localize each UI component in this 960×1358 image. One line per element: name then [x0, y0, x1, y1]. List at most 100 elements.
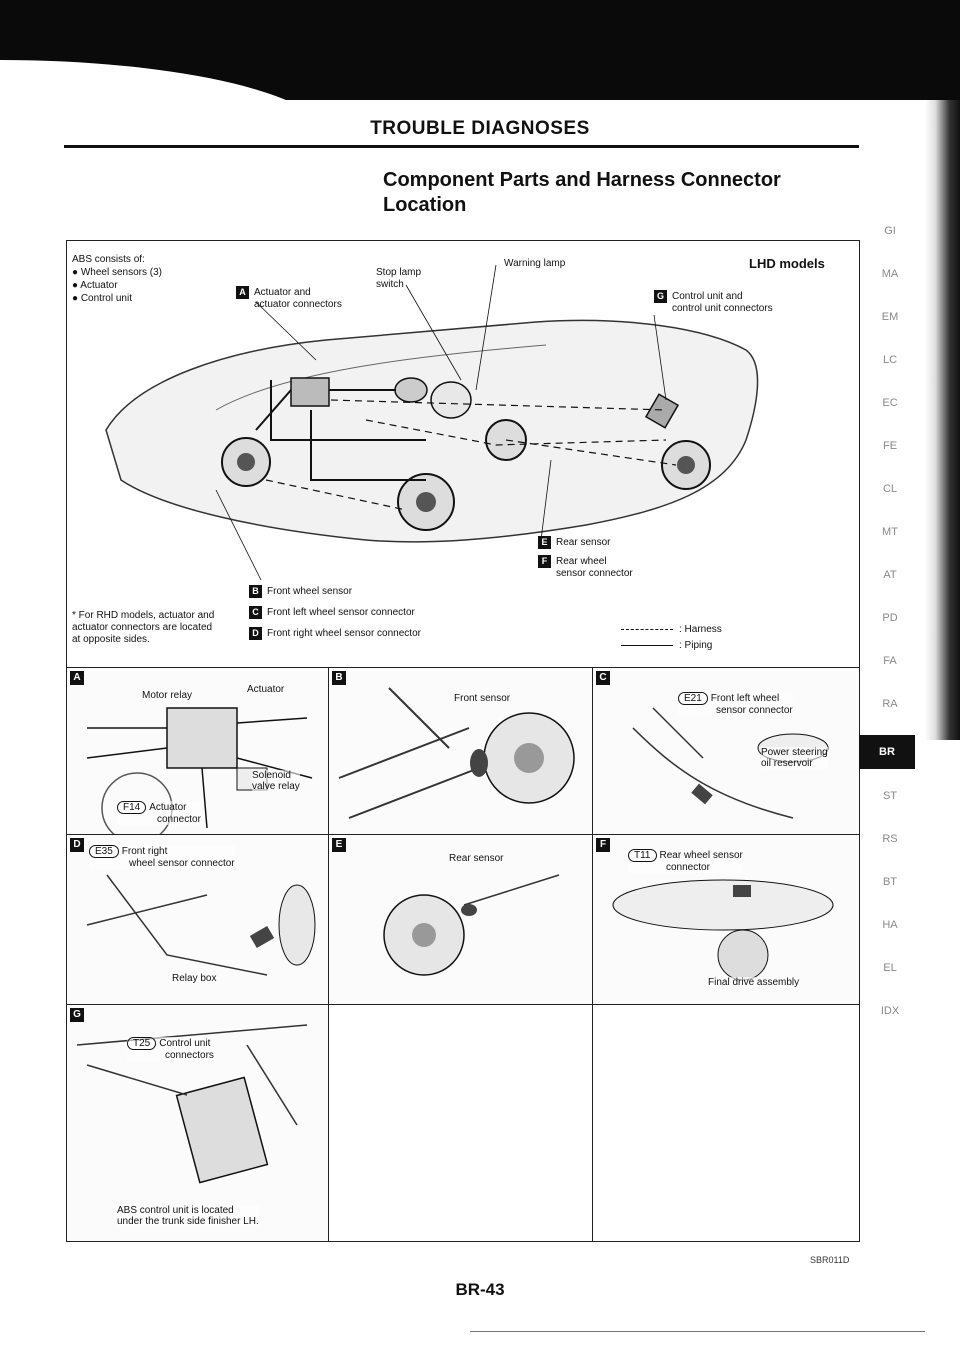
section-tab-fe[interactable]: FE	[882, 440, 898, 452]
panel-f-connector-code: T11	[628, 849, 657, 862]
tag-g: G	[654, 290, 667, 303]
panel-f-illustration	[612, 879, 834, 981]
section-tab-fa[interactable]: FA	[883, 655, 897, 667]
section-tab-st[interactable]: ST	[882, 790, 898, 802]
section-tab-at[interactable]: AT	[883, 569, 897, 581]
panel-g-illustration	[76, 1024, 308, 1184]
abs-item-actuator: ● Actuator	[72, 280, 118, 291]
section-tab-pd[interactable]: PD	[882, 612, 898, 624]
abs-consists-label: ABS consists of:	[72, 254, 145, 265]
section-tab-idx[interactable]: IDX	[880, 1005, 900, 1017]
panel-c-tag: C	[596, 671, 610, 685]
header-rule	[64, 145, 859, 148]
panel-c-connector	[691, 783, 713, 805]
panel-c-harness	[632, 707, 794, 819]
piping-lines	[255, 380, 426, 481]
panel-empty-right	[592, 1004, 860, 1242]
actuator-block	[290, 377, 330, 407]
panel-g-control-unit-shape	[175, 1076, 269, 1184]
panel-b-hub-center	[514, 743, 544, 773]
section-tab-ha[interactable]: HA	[882, 919, 898, 931]
section-tab-lc[interactable]: LC	[882, 354, 898, 366]
section-tab-mt[interactable]: MT	[882, 526, 898, 538]
page-number: BR-43	[455, 1280, 505, 1299]
section-tab-rs[interactable]: RS	[882, 833, 898, 845]
panel-d-connector-code: E35	[89, 845, 119, 858]
section-title: Component Parts and Harness Connector Lo…	[383, 168, 853, 218]
master-cylinder	[394, 377, 428, 403]
legend-harness-line	[621, 628, 673, 630]
panel-a-tag: A	[70, 671, 84, 685]
callout-warning-lamp: Warning lamp	[504, 258, 566, 269]
car-body-outline	[105, 319, 759, 543]
panel-f-connector	[733, 885, 751, 897]
vehicle-illustration	[105, 264, 759, 581]
panel-a-actuator-shape	[166, 707, 238, 769]
abs-item-wheel-sensors: ● Wheel sensors (3)	[72, 267, 162, 278]
right-scan-edge	[925, 100, 960, 740]
panel-e-hub-center	[412, 923, 436, 947]
panel-f-final-drive	[717, 929, 769, 981]
panel-e-rear-sensor: E Rear sensor	[328, 834, 594, 1006]
panel-b-tag: B	[332, 671, 346, 685]
tag-c: C	[249, 606, 262, 619]
car-hood-line	[215, 344, 547, 411]
control-unit-block	[644, 393, 680, 429]
section-tab-ma[interactable]: MA	[881, 268, 899, 280]
legend-piping: : Piping	[621, 640, 712, 652]
panel-a-pipes	[86, 717, 313, 829]
panel-d-relay-box-label: Relay box	[172, 973, 217, 984]
bottom-rule	[470, 1331, 925, 1332]
vehicle-overview-diagram: ABS consists of: ● Wheel sensors (3) ● A…	[66, 240, 858, 660]
brake-booster	[430, 381, 472, 419]
section-tab-ra[interactable]: RA	[882, 698, 898, 710]
rhd-note: * For RHD models, actuator and actuator …	[72, 610, 215, 645]
panel-b-arms	[338, 687, 480, 819]
legend-harness: : Harness	[621, 624, 722, 636]
section-tab-el[interactable]: EL	[883, 962, 897, 974]
section-tab-ec[interactable]: EC	[882, 397, 898, 409]
panel-d-harness	[86, 874, 268, 976]
section-tab-bt[interactable]: BT	[882, 876, 898, 888]
tag-f: F	[538, 555, 551, 568]
harness-lines	[265, 399, 677, 511]
section-tab-cl[interactable]: CL	[882, 483, 898, 495]
panel-b-front-sensor: B Front sensor	[328, 667, 594, 836]
page-header-title: TROUBLE DIAGNOSES	[370, 118, 590, 139]
panel-g-connector-code: T25	[127, 1037, 157, 1050]
panel-b-sensor	[470, 749, 488, 777]
panel-e-rear-sensor-label: Rear sensor	[449, 853, 504, 864]
section-title-line2: Location	[383, 194, 467, 216]
panel-b-front-sensor-label: Front sensor	[454, 693, 511, 704]
section-tab-br[interactable]: BR	[859, 735, 915, 769]
front-left-hub	[237, 453, 255, 471]
section-title-line1: Component Parts and Harness Connector	[383, 169, 781, 191]
callout-leaders	[215, 264, 667, 581]
legend-piping-line	[621, 644, 673, 646]
panel-d-tag: D	[70, 838, 84, 852]
figure-code: SBR011D	[810, 1255, 850, 1265]
tag-a: A	[236, 286, 249, 299]
panel-a-motor-relay: Motor relay	[142, 690, 193, 701]
front-right-hub	[416, 492, 436, 512]
panel-b-illustration	[338, 687, 575, 819]
section-tab-gi[interactable]: GI	[884, 225, 896, 237]
panel-d-strut	[278, 884, 316, 966]
panel-c-connector-code: E21	[678, 692, 708, 705]
panel-empty-middle	[328, 1004, 594, 1242]
section-tab-em[interactable]: EM	[881, 311, 899, 323]
